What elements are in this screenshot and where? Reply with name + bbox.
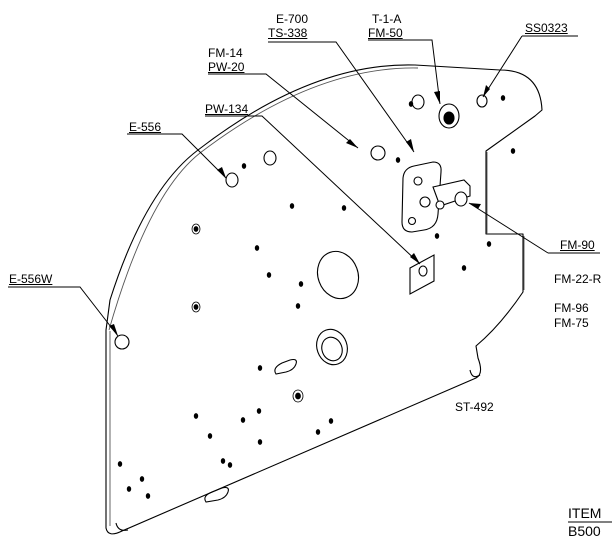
- leader-lines: [8, 35, 600, 337]
- standoff-pw20: [370, 145, 386, 161]
- leader-fm50: [368, 39, 441, 105]
- label-fm96: FM-96: [554, 301, 589, 315]
- plate-outline: [105, 64, 543, 535]
- slot-mid: [274, 358, 297, 375]
- large-boss-inner: [321, 336, 343, 362]
- item-part: B500: [568, 523, 601, 539]
- callout-e556: E-556: [129, 120, 162, 134]
- rect-cutout: [409, 254, 435, 295]
- callout-pw20: PW-20: [208, 60, 245, 74]
- leader-e556: [127, 133, 227, 179]
- callout-pw134: PW-134: [205, 102, 249, 116]
- boss-top-inner: [443, 111, 455, 125]
- callout-e556w: E-556W: [9, 272, 53, 286]
- arrowheads: [109, 85, 490, 336]
- label-fm75: FM-75: [554, 316, 589, 330]
- leader-fm90: [468, 202, 600, 254]
- callout-fm14: FM-14: [208, 46, 243, 60]
- standoff-e556: [225, 172, 239, 188]
- bracket-assembly: [401, 161, 471, 233]
- leader-ss0323: [482, 35, 578, 98]
- callout-fm90: FM-90: [560, 238, 595, 252]
- leader-e700: [268, 41, 415, 153]
- leader-e556w: [8, 286, 119, 337]
- standoff-e556w: [114, 334, 130, 350]
- large-hole-center: [316, 250, 360, 300]
- leader-pw134: [205, 115, 421, 265]
- callout-fm50: FM-50: [368, 26, 403, 40]
- standoff-pw134: [418, 265, 428, 277]
- callout-e700: E-700: [276, 12, 309, 26]
- standoff-ss0323: [476, 94, 488, 108]
- callout-t1a: T-1-A: [372, 12, 402, 26]
- plate-foot-left: [115, 522, 129, 531]
- label-st492: ST-492: [455, 400, 494, 414]
- plate-edge: [108, 67, 525, 526]
- label-fm22r: FM-22-R: [554, 272, 602, 286]
- leader-fm14: [208, 73, 359, 149]
- boss-top-outer: [438, 103, 460, 129]
- slot-left: [204, 486, 229, 503]
- large-boss-outer: [316, 328, 348, 366]
- item-heading: ITEM: [568, 505, 602, 521]
- mounting-holes: [117, 95, 516, 499]
- callout-ts338: TS-338: [268, 26, 308, 40]
- callout-ss0323: SS0323: [525, 21, 568, 35]
- plate-foot-right: [469, 369, 481, 378]
